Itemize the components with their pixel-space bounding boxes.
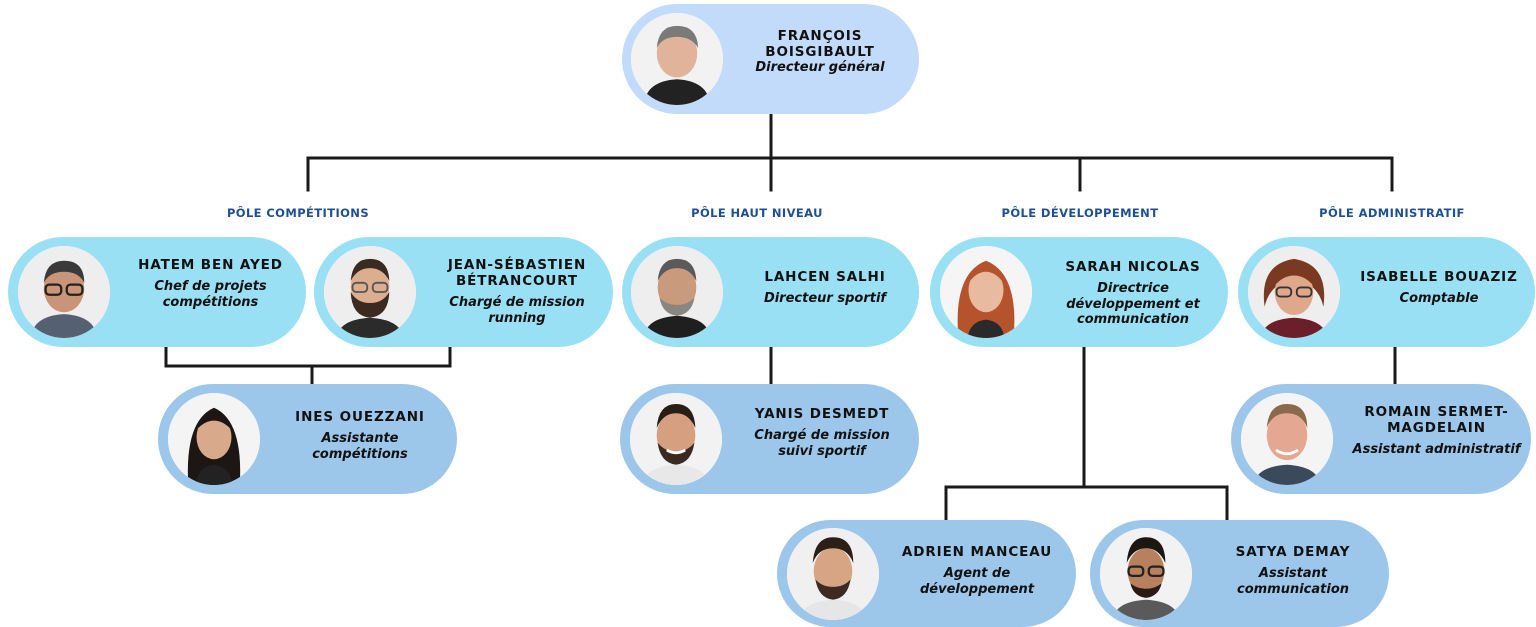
person-role: Directeur général [755, 60, 885, 75]
person-card-isabelle: ISABELLE BOUAZIZ Comptable [1238, 237, 1535, 347]
romain-avatar [1241, 393, 1333, 485]
person-photo-icon [324, 246, 416, 338]
person-role: Assistant administratif [1352, 442, 1521, 457]
person-photo-icon [18, 246, 110, 338]
person-card-yanis: YANIS DESMEDT Chargé de mission suivi sp… [620, 384, 919, 494]
jean-info: JEAN-SÉBASTIEN BÉTRANCOURT Chargé de mis… [426, 257, 608, 326]
person-name: INES OUEZZANI [295, 409, 425, 425]
ines-info: INES OUEZZANI Assistante compétitions [275, 409, 445, 462]
person-card-adrien: ADRIEN MANCEAU Agent de développement [777, 520, 1076, 627]
person-name: ROMAIN SERMET-MAGDELAIN [1364, 404, 1509, 436]
yanis-avatar [630, 393, 722, 485]
person-card-jean-sebastien: JEAN-SÉBASTIEN BÉTRANCOURT Chargé de mis… [314, 237, 613, 347]
person-card-hatem: HATEM BEN AYED Chef de projets compétiti… [8, 237, 306, 347]
adrien-info: ADRIEN MANCEAU Agent de développement [891, 544, 1063, 597]
pole-developpement-label: PÔLE DÉVELOPPEMENT [1001, 206, 1159, 220]
sarah-avatar [940, 246, 1032, 338]
person-card-lahcen: LAHCEN SALHI Directeur sportif [622, 237, 919, 347]
person-name: ADRIEN MANCEAU [901, 544, 1053, 560]
lahcen-avatar [631, 246, 723, 338]
person-name: SARAH NICOLAS [1065, 259, 1201, 275]
person-role: Directeur sportif [763, 291, 887, 306]
person-name: JEAN-SÉBASTIEN BÉTRANCOURT [447, 257, 587, 289]
person-photo-icon [168, 393, 260, 485]
person-name: ISABELLE BOUAZIZ [1360, 269, 1518, 285]
person-photo-icon [940, 246, 1032, 338]
person-role: Assistant communication [1236, 566, 1350, 597]
person-name: YANIS DESMEDT [754, 406, 890, 422]
person-card-satya: SATYA DEMAY Assistant communication [1090, 520, 1389, 627]
person-photo-icon [1248, 246, 1340, 338]
satya-info: SATYA DEMAY Assistant communication [1204, 544, 1382, 597]
satya-avatar [1100, 528, 1192, 620]
sarah-info: SARAH NICOLAS Directrice développement e… [1048, 259, 1218, 328]
hatem-info: HATEM BEN AYED Chef de projets compétiti… [123, 257, 298, 310]
adrien-avatar [787, 528, 879, 620]
person-photo-icon [1100, 528, 1192, 620]
pole-competitions-label: PÔLE COMPÉTITIONS [226, 206, 370, 220]
person-name: LAHCEN SALHI [764, 269, 886, 285]
hatem-avatar [18, 246, 110, 338]
person-role: Directrice développement et communicatio… [1066, 281, 1200, 327]
person-photo-icon [631, 246, 723, 338]
director-avatar [631, 13, 723, 105]
connector-competitions-merge [164, 346, 452, 386]
pole-haut-niveau-label: PÔLE HAUT NIVEAU [691, 206, 823, 220]
person-card-romain: ROMAIN SERMET-MAGDELAIN Assistant admini… [1231, 384, 1531, 494]
ines-avatar [168, 393, 260, 485]
person-card-sarah: SARAH NICOLAS Directrice développement e… [930, 237, 1228, 347]
director-info: FRANÇOIS BOISGIBAULT Directeur général [740, 28, 900, 76]
director-card: FRANÇOIS BOISGIBAULT Directeur général [622, 4, 919, 114]
person-role: Assistante compétitions [312, 431, 408, 462]
person-name: SATYA DEMAY [1235, 544, 1351, 560]
person-role: Comptable [1399, 291, 1479, 306]
person-role: Chargé de mission suivi sportif [754, 428, 890, 459]
person-role: Chargé de mission running [449, 295, 585, 326]
person-name: HATEM BEN AYED [138, 257, 283, 273]
pole-administratif-label: PÔLE ADMINISTRATIF [1319, 206, 1465, 220]
romain-info: ROMAIN SERMET-MAGDELAIN Assistant admini… [1344, 404, 1529, 458]
yanis-info: YANIS DESMEDT Chargé de mission suivi sp… [737, 406, 907, 459]
person-role: Agent de développement [919, 566, 1035, 597]
person-role: Chef de projets compétitions [154, 279, 267, 310]
connector-sarah-dev [944, 346, 1229, 522]
person-name: FRANÇOIS BOISGIBAULT [765, 28, 875, 60]
person-card-ines: INES OUEZZANI Assistante compétitions [158, 384, 457, 494]
person-photo-icon [630, 393, 722, 485]
isabelle-avatar [1248, 246, 1340, 338]
person-photo-icon [787, 528, 879, 620]
person-photo-icon [1241, 393, 1333, 485]
lahcen-info: LAHCEN SALHI Directeur sportif [740, 269, 910, 307]
isabelle-info: ISABELLE BOUAZIZ Comptable [1350, 269, 1528, 307]
jean-avatar [324, 246, 416, 338]
person-photo-icon [631, 13, 723, 105]
